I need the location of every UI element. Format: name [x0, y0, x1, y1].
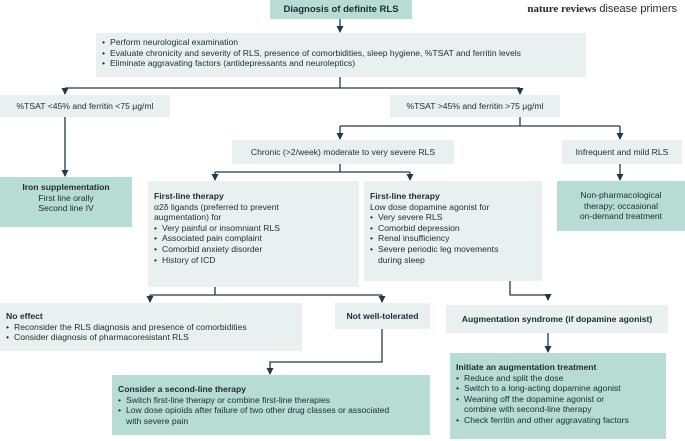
first-line-item: Comorbid depression	[370, 223, 536, 234]
first-line-item: Very severe RLS	[370, 212, 536, 223]
augmentation-treatment-box: Initiate an augmentation treatment Reduc…	[450, 353, 666, 439]
nonpharm-line: therapy; occasional	[583, 200, 659, 211]
diagnosis-title-box: Diagnosis of definite RLS	[270, 0, 412, 19]
no-effect-item: Reconsider the RLS diagnosis and presenc…	[6, 322, 296, 333]
first-line-item: Associated pain complaint	[154, 233, 353, 244]
iron-supplementation-box: Iron supplementation First line orally S…	[0, 177, 132, 227]
first-line-title: First-line therapy	[370, 191, 440, 201]
nonpharm-line: on-demand treatment	[579, 211, 663, 222]
publisher-logo: nature reviews disease primers	[527, 3, 677, 15]
first-line-item: Very painful or insomniant RLS	[154, 223, 353, 234]
aug-treatment-item: Weaning off the dopamine agonist or comb…	[456, 394, 634, 415]
first-line-dopamine-box: First-line therapy Low dose dopamine ago…	[364, 181, 542, 281]
initial-step: Evaluate chronicity and severity of RLS,…	[102, 48, 580, 59]
first-line-item: Severe periodic leg movements during sle…	[370, 244, 508, 265]
no-effect-item: Consider diagnosis of pharmacoresistant …	[6, 332, 296, 343]
aug-treatment-item: Reduce and split the dose	[456, 373, 660, 384]
first-line-alpha2delta-box: First-line therapy α2δ ligands (preferre…	[148, 181, 359, 287]
brand-bold: nature reviews	[527, 3, 597, 15]
first-line-item: History of ICD	[154, 255, 353, 266]
initial-steps-box: Perform neurological examination Evaluat…	[96, 33, 586, 77]
second-line-box: Consider a second-line therapy Switch fi…	[112, 375, 430, 435]
nonpharm-line: Non-pharmacological	[580, 190, 662, 200]
chronic-rls-label: Chronic (>2/week) moderate to very sever…	[250, 147, 436, 157]
initial-step: Eliminate aggravating factors (antidepre…	[102, 58, 580, 69]
no-effect-box: No effect Reconsider the RLS diagnosis a…	[0, 303, 302, 351]
branch-low-ferritin: %TSAT <45% and ferritin <75 μg/ml	[0, 95, 170, 117]
chronic-rls-box: Chronic (>2/week) moderate to very sever…	[232, 140, 454, 164]
iron-line: Second line IV	[38, 203, 94, 214]
iron-line: First line orally	[38, 192, 94, 203]
augmentation-syndrome-label: Augmentation syndrome (if dopamine agoni…	[461, 314, 653, 324]
first-line-title: First-line therapy	[154, 191, 224, 201]
augmentation-syndrome-box: Augmentation syndrome (if dopamine agoni…	[446, 305, 668, 333]
not-tolerated-label: Not well-tolerated	[346, 311, 419, 321]
first-line-item: Comorbid anxiety disorder	[154, 244, 353, 255]
no-effect-title: No effect	[6, 311, 43, 321]
infrequent-rls-label: Infrequent and mild RLS	[575, 147, 669, 157]
not-tolerated-box: Not well-tolerated	[335, 303, 430, 329]
aug-treatment-item: Check ferritin and other aggravating fac…	[456, 415, 660, 426]
first-line-item: Renal insufficiency	[370, 233, 536, 244]
branch-high-ferritin: %TSAT >45% and ferritin >75 μg/ml	[390, 95, 560, 117]
branch-high-label: %TSAT >45% and ferritin >75 μg/ml	[406, 101, 544, 111]
second-line-title: Consider a second-line therapy	[118, 384, 246, 394]
diagnosis-title: Diagnosis of definite RLS	[283, 4, 399, 15]
aug-treatment-item: Switch to a long-acting dopamine agonist	[456, 383, 660, 394]
initial-step: Perform neurological examination	[102, 37, 580, 48]
second-line-item: Low dose opioids after failure of two ot…	[118, 405, 396, 426]
infrequent-rls-box: Infrequent and mild RLS	[562, 140, 682, 164]
nonpharm-box: Non-pharmacological therapy; occasional …	[557, 181, 685, 231]
branch-low-label: %TSAT <45% and ferritin <75 μg/ml	[16, 101, 154, 111]
aug-treatment-title: Initiate an augmentation treatment	[456, 362, 597, 372]
iron-title: Iron supplementation	[22, 182, 110, 192]
first-line-intro: α2δ ligands (preferred to prevent augmen…	[154, 201, 279, 223]
brand-rest: disease primers	[596, 3, 677, 15]
first-line-intro: Low dose dopamine agonist for	[370, 201, 490, 212]
second-line-item: Switch first-line therapy or combine fir…	[118, 395, 424, 406]
